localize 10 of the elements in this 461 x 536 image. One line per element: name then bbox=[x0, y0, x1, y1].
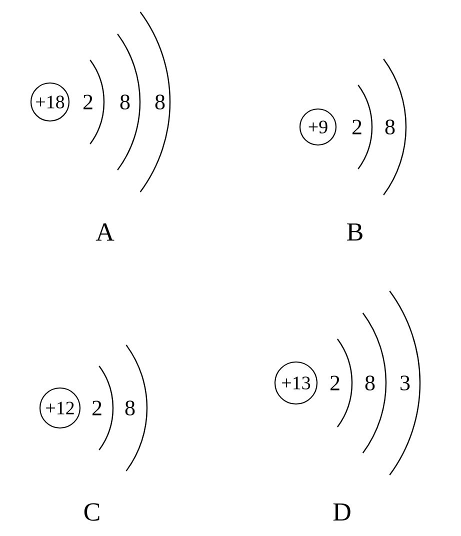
electron-count: 3 bbox=[400, 376, 410, 390]
electron-count: 8 bbox=[385, 120, 395, 134]
electron-count: 8 bbox=[120, 94, 130, 110]
atom-letter: C bbox=[84, 503, 100, 521]
atom-letter: A bbox=[96, 223, 114, 241]
atom-letter: B bbox=[347, 223, 362, 241]
electron-count: 8 bbox=[155, 94, 165, 110]
electron-count: 8 bbox=[365, 376, 375, 390]
electron-count: 8 bbox=[125, 400, 135, 416]
atom-letter: D bbox=[333, 503, 350, 521]
